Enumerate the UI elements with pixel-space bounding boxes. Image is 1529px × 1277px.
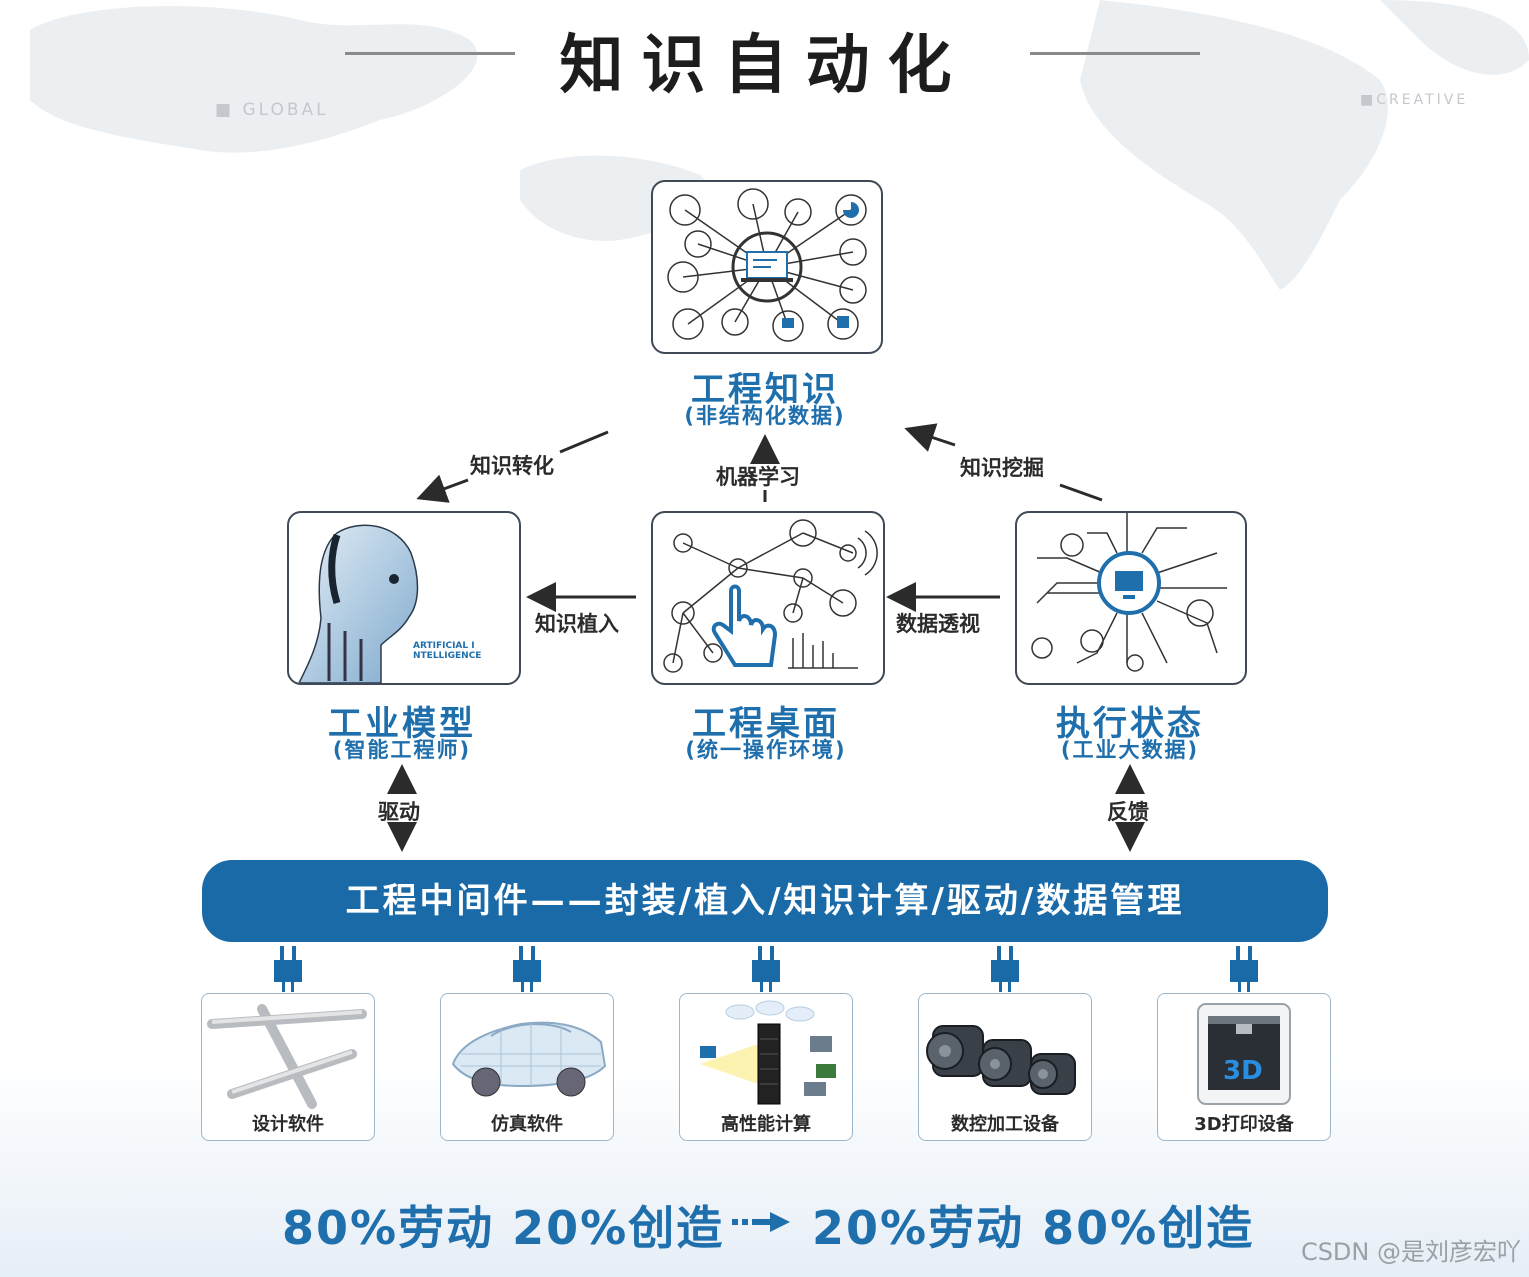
bg-tag-global: ■ GLOBAL (215, 100, 329, 120)
node-model-sub: (智能工程师) (332, 738, 472, 762)
connector-plug-icon (752, 946, 780, 992)
bg-tag-creative: ■CREATIVE (1360, 92, 1469, 108)
connector-plug-icon (1230, 946, 1258, 992)
slogan-arrow-icon (732, 1212, 790, 1232)
arrow-transform-b (416, 474, 469, 503)
node-desktop-title: 工程桌面 (692, 704, 840, 744)
connector-plug-icon (513, 946, 541, 992)
arrow-mining-b (904, 423, 956, 452)
device-label: 仿真软件 (491, 1114, 563, 1135)
node-desktop-sub: (统一操作环境) (685, 738, 847, 762)
touch-network-icon (663, 519, 878, 673)
watermark: CSDN @是刘彦宏吖 (1300, 1238, 1521, 1266)
edge-label-ml: 机器学习 (716, 465, 800, 489)
node-model-title: 工业模型 (328, 704, 476, 744)
edge-label-drive: 驱动 (378, 800, 420, 824)
slogan-right: 20%劳动 80%创造 (812, 1201, 1255, 1255)
server-cluster-icon (700, 1000, 836, 1105)
robot-head-icon (298, 524, 419, 683)
device-label: 3D打印设备 (1194, 1114, 1294, 1135)
circuit-chip-icon (1031, 513, 1227, 672)
knowledge-network-icon (667, 188, 867, 342)
motor-icon (926, 1025, 1076, 1095)
device-label: 高性能计算 (721, 1114, 811, 1135)
connector-plug-icon (991, 946, 1019, 992)
wireframe-car-icon (451, 1021, 607, 1097)
title-rule-right (1030, 52, 1200, 55)
node-execution-box (1015, 511, 1247, 685)
device-design-software: 设计软件 (201, 993, 375, 1141)
device-cnc: 数控加工设备 (918, 993, 1092, 1141)
device-label: 设计软件 (252, 1114, 324, 1135)
node-knowledge-box (651, 180, 883, 354)
edge-label-feedback: 反馈 (1107, 800, 1149, 824)
gear-shaft-icon (207, 1004, 367, 1109)
device-hpc: 高性能计算 (679, 993, 853, 1141)
node-execution-sub: (工业大数据) (1060, 738, 1200, 762)
edge-label-transform: 知识转化 (470, 454, 554, 478)
node-knowledge-title: 工程知识 (691, 370, 839, 410)
node-execution-title: 执行状态 (1056, 704, 1204, 744)
edge-label-mining: 知识挖掘 (960, 456, 1044, 480)
printer-3d-icon (1197, 1003, 1291, 1105)
connector-plug-icon (274, 946, 302, 992)
title-rule-left (345, 52, 515, 55)
arrow-transform-a (559, 430, 609, 454)
printer-badge: 3D (1223, 1056, 1263, 1086)
slogan-left: 80%劳动 20%创造 (282, 1201, 725, 1255)
device-label: 数控加工设备 (951, 1114, 1059, 1135)
node-knowledge-sub: (非结构化数据) (684, 404, 846, 428)
arrow-mining-a (1059, 483, 1103, 502)
device-simulation-software: 仿真软件 (440, 993, 614, 1141)
middleware-bar: 工程中间件——封装/植入/知识计算/驱动/数据管理 (202, 860, 1328, 942)
node-desktop-box (651, 511, 885, 685)
page-title: 知识自动化 (559, 29, 970, 103)
edge-label-implant: 知识植入 (535, 612, 619, 636)
device-3d-printer: 3D 3D打印设备 (1157, 993, 1331, 1141)
edge-label-perspective: 数据透视 (896, 612, 980, 636)
